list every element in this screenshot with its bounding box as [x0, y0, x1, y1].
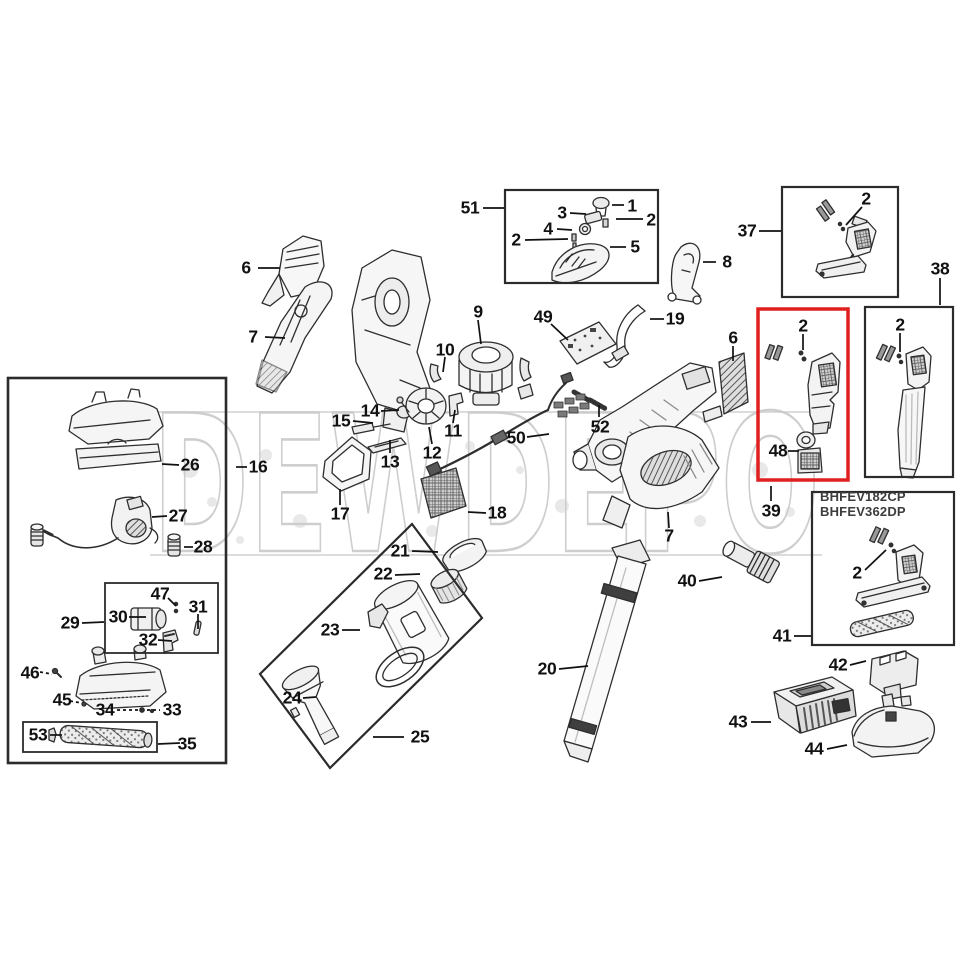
charger-drawing [773, 676, 857, 734]
model-number-line: BHFEV362DP [820, 503, 906, 519]
part-48-drawing [796, 431, 823, 474]
vent-cover-right-drawing [702, 352, 749, 423]
highlight-box-39 [756, 307, 850, 482]
suction-motor-drawing [458, 341, 514, 406]
cone-funnel-drawing [281, 665, 340, 746]
group-box-38 [863, 305, 955, 479]
group-box-35 [22, 721, 158, 753]
charging-base-drawing [851, 693, 935, 758]
pleated-filter-drawing [430, 568, 468, 604]
filter-screen-drawing [420, 467, 467, 519]
filter-cap-drawing [442, 537, 488, 573]
model-numbers-label: BHFEV182CP BHFEV362DP [820, 489, 906, 519]
impeller-drawing [396, 387, 447, 425]
group-box-16 [6, 376, 228, 765]
clip-15-drawing [351, 422, 391, 435]
main-housing-drawing [351, 249, 433, 433]
dust-bowl-drawing [367, 579, 450, 688]
lower-duct-drawing [602, 425, 720, 529]
upper-cover-left-drawing [261, 235, 325, 307]
floorhead-base-drawing [75, 644, 167, 714]
hand-vac-unit-drawing [764, 343, 841, 435]
model-kit-drawing [849, 526, 931, 638]
trigger-bracket-drawing [667, 242, 702, 305]
adapter-drawing [722, 540, 780, 584]
model-number-line: BHFEV182CP [820, 489, 906, 504]
screw-14-drawing [396, 396, 410, 413]
switch-parts-drawing [551, 196, 610, 284]
extension-wand-drawing [563, 539, 651, 763]
group-box-51 [503, 188, 660, 285]
brush-roll-drawing [48, 724, 153, 749]
curved-hose-drawing [603, 304, 646, 368]
floorhead-cover-drawing [68, 388, 164, 470]
handle-housing-left-drawing [255, 281, 333, 394]
group-box-37 [780, 185, 900, 299]
group-box-29 [104, 582, 219, 654]
wire-harness-drawing [425, 371, 590, 477]
brush-motor-module-drawing [42, 495, 159, 549]
stick-vac-drawing [815, 199, 877, 279]
small-bracket-drawing [448, 392, 464, 417]
battery-drawing [869, 650, 919, 701]
group-box-25 [258, 522, 484, 770]
pcb-drawing [559, 321, 617, 365]
group-box-41 [810, 490, 956, 647]
wheel-drawing [30, 523, 181, 557]
filter-frame-drawing [322, 436, 372, 492]
hand-vac-with-wand-drawing [875, 343, 932, 479]
motor-bracket-drawing [429, 357, 534, 400]
watermark: DEWDEPO [150, 374, 822, 597]
leader-lines [39, 204, 941, 750]
